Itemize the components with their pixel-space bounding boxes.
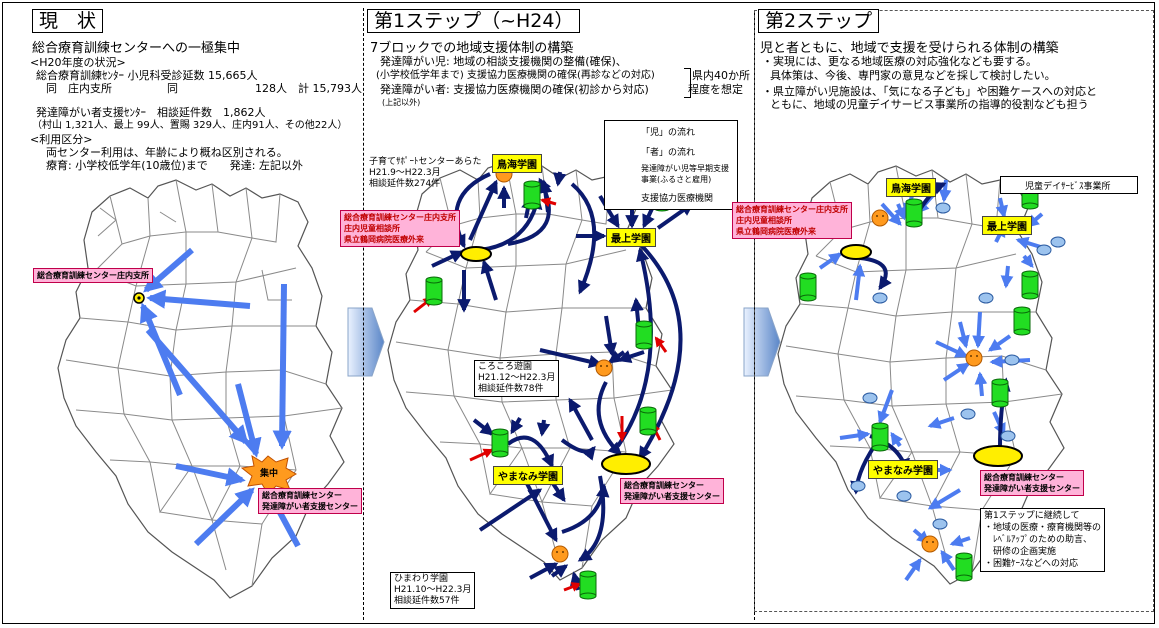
panel3-line: ともに、地域の児童デイサービス事業所の指導的役割なども担う xyxy=(770,98,1089,111)
himawari-info-box: ひまわり学園 H21.10～H22.3月 相談延件数57件 xyxy=(390,572,476,609)
label-mogami-step1: 最上学園 xyxy=(606,228,656,247)
legend-early-support: 発達障がい児等早期支援事業(ふるさと雇用) xyxy=(641,164,729,184)
panel3-heading: 児と者ともに、地域で支援を受けられる体制の構築 xyxy=(760,41,1059,56)
panel3-line: ・実現には、更なる地域医療の対応強化なども要する。 xyxy=(762,55,1037,68)
kosodate-info-box: 子育てｻﾎﾟｰﾄセンターあらた H21.9～H22.3月 相談延件数274件 xyxy=(369,157,482,189)
panel2-line: 発達障がい児: 地域の相談支援機関の整備(確保)、 xyxy=(380,55,627,68)
panel3-shonai-label: 総合療育訓練センター庄内支所 庄内児童相談所 県立鶴岡病院医療外来 xyxy=(732,202,852,239)
panel1-line: <H20年度の状況> xyxy=(30,56,126,69)
label-yamanami-step2: やまなみ学園 xyxy=(868,460,938,479)
panel1-line: 療育: 小学校低学年(10歳位)まで 発達: 左記以外 xyxy=(46,159,303,172)
chevron-arrow-1 xyxy=(347,307,385,377)
label-chokai-step2: 鳥海学園 xyxy=(886,178,936,197)
label-mogami-step2: 最上学園 xyxy=(982,216,1032,235)
panel2-line: 発達障がい者: 支援協力医療機関の確保(初診から対応) xyxy=(380,83,649,96)
panel2-legend: 「児」の流れ 「者」の流れ 発達障がい児等早期支援事業(ふるさと雇用) 支援協力… xyxy=(604,120,738,210)
panel2-line: (上記以外) xyxy=(382,98,421,107)
panel2-note-right1: 県内40か所 xyxy=(692,69,750,82)
panel3-title: 第2ステップ xyxy=(758,9,880,33)
panel3-legend: 児童デイｻｰﾋﾞｽ事業所 xyxy=(1000,176,1138,194)
panel2-note-right2: 程度を想定 xyxy=(688,83,743,96)
panel1-center-label: 総合療育訓練センター 発達障がい者支援センター xyxy=(258,488,362,514)
burst-label: 集中 xyxy=(260,469,279,479)
panel1-line: 発達障がい者支援ｾﾝﾀｰ 相談延件数 1,862人 xyxy=(36,106,266,119)
panel1-heading: 総合療育訓練センターへの一極集中 xyxy=(32,41,241,56)
legend-child-flow: 「児」の流れ xyxy=(641,128,696,138)
panel2-heading: 7ブロックでの地域支援体制の構築 xyxy=(370,41,574,56)
panel3-center-label: 総合療育訓練センター 発達障がい者支援センター xyxy=(980,470,1084,496)
panel1-title: 現 状 xyxy=(32,9,104,33)
panel2-title: 第1ステップ（~H24） xyxy=(367,9,581,33)
panel2-shonai-label: 総合療育訓練センター庄内支所 庄内児童相談所 県立鶴岡病院医療外来 xyxy=(340,210,460,247)
shonai-ellipse-step1 xyxy=(460,246,492,262)
center-ellipse-step2 xyxy=(973,445,1023,467)
panel3-daycare-ovals xyxy=(850,202,1066,530)
panel2-line: (小学校低学年まで) 支援協力医療機関の確保(再診などの対応) xyxy=(376,70,655,81)
panel3-support-faces xyxy=(871,209,983,553)
panel2-bracket xyxy=(684,68,691,98)
legend-daycare: 児童デイｻｰﾋﾞｽ事業所 xyxy=(1025,182,1111,192)
panel1-line: （村山 1,321人、最上 99人、置賜 329人、庄内91人、その他22人） xyxy=(32,120,348,131)
step2-frame xyxy=(754,10,1154,612)
panel2-center-label: 総合療育訓練センター 発達障がい者支援センター xyxy=(620,478,724,504)
label-chokai-step1: 鳥海学園 xyxy=(492,154,542,173)
center-ellipse-step1 xyxy=(601,453,651,475)
panel3-line: 具体策は、今後、専門家の意見などを採して検討したい。 xyxy=(770,69,1056,82)
panel1-line: <利用区分> xyxy=(30,133,93,146)
label-yamanami-step1: やまなみ学園 xyxy=(493,466,563,485)
panel1-arrows xyxy=(140,247,301,548)
legend-medical: 支援協力医療機関 xyxy=(641,194,714,204)
chevron-arrow-2 xyxy=(743,307,781,377)
panel3-line: ・県立障がい児施設は、「気になる子ども」や困難ケースへの対応と xyxy=(762,85,1097,98)
panel1-branch-label: 総合療育訓練センター庄内支所 xyxy=(33,268,153,283)
shonai-ellipse-step2 xyxy=(840,244,872,260)
legend-person-flow: 「者」の流れ xyxy=(641,148,696,158)
panel3-continue-box: 第1ステップに継続して ・地域の医療・療育機関等の ﾚﾍﾞﾙｱｯﾌﾟのための助言… xyxy=(980,508,1106,572)
panel1-line: 両センター利用は、年齢により概ね区別される。 xyxy=(46,146,288,159)
korokoro-info-box: ころころ遊園 H21.12～H22.3月 相談延件数78件 xyxy=(474,360,560,397)
panel1-line: 総合療育訓練ｾﾝﾀｰ 小児科受診延数 15,665人 xyxy=(36,69,258,82)
panel2-support-faces xyxy=(495,165,613,563)
panel1-line: 同 庄内支所 同 128人 計 15,793人 xyxy=(46,82,362,95)
separator-1 xyxy=(363,8,364,620)
